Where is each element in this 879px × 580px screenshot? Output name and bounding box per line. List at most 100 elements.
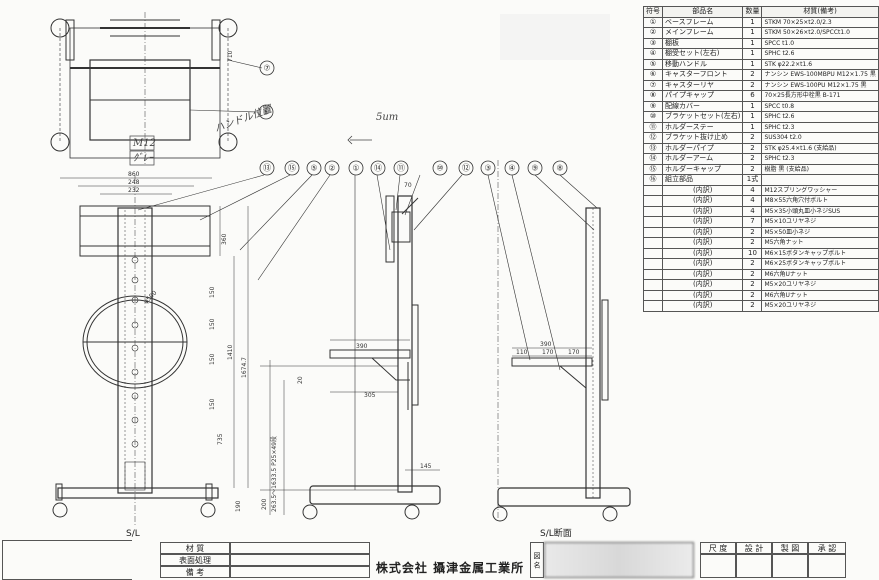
part-qty: 2 <box>742 69 763 81</box>
design-value <box>736 554 772 578</box>
callout-11: ⑪ <box>397 164 405 173</box>
part-qty: 1 <box>742 37 763 49</box>
part-material: ナンシン EWS-100PU M12×1.75 黒 <box>761 79 879 91</box>
part-qty: 1 <box>742 121 763 133</box>
part-qty: 2 <box>742 142 763 154</box>
scale-value <box>700 554 736 578</box>
part-material: ナンシン EWS-100MBPU M12×1.75 黒 <box>761 69 879 81</box>
handwritten-box-2 <box>129 150 155 166</box>
part-material: 70×25長方形中栓黒 B-171 <box>761 90 879 102</box>
front-view <box>52 175 249 525</box>
part-number: ⑥ <box>643 69 663 81</box>
remarks-label: 備 考 <box>160 566 230 578</box>
part-name: 棚板 <box>661 37 744 49</box>
dim-305: 305 <box>364 392 376 399</box>
sub-qty: 2 <box>742 226 763 238</box>
sub-number <box>643 237 663 249</box>
part-name: 組立部品 <box>661 174 744 186</box>
side-view <box>260 195 441 520</box>
part-number: ⑦ <box>643 79 663 91</box>
part-number: ⑬ <box>643 142 663 154</box>
draft-label: 製 図 <box>772 542 808 554</box>
callout-15: ⑮ <box>288 164 296 173</box>
drawing-name-value <box>544 542 694 578</box>
part-number: ⑮ <box>643 163 663 175</box>
header-name: 部品名 <box>661 6 744 18</box>
callout-12: ⑫ <box>462 164 470 173</box>
sub-name: (内訳) <box>661 184 744 196</box>
part-material: 樹脂 黒 (支給品) <box>761 163 879 175</box>
part-number: ③ <box>643 37 663 49</box>
part-name: キャスターフロント <box>661 69 744 81</box>
part-material: STKM 50×26×t2.0/SPCCt1.0 <box>761 27 879 39</box>
part-qty: 1式 <box>742 174 763 186</box>
part-material <box>761 174 879 186</box>
part-number: ⑤ <box>643 58 663 70</box>
part-name: パイプキャップ <box>661 90 744 102</box>
callout-13: ⑬ <box>263 164 271 173</box>
part-number: ⑫ <box>643 132 663 144</box>
dim-145: 145 <box>420 463 432 470</box>
sub-name: (内訳) <box>661 195 744 207</box>
dim-200: 200 <box>261 498 268 510</box>
callout-8: ⑧ <box>556 164 563 173</box>
callout-4: ④ <box>508 164 515 173</box>
part-material: SPHC t2.6 <box>761 48 879 60</box>
sub-number <box>643 195 663 207</box>
sub-name: (内訳) <box>661 205 744 217</box>
callout-10: ⑩ <box>436 164 443 173</box>
sub-material: M6六角Uナット <box>761 268 879 280</box>
callout-2: ② <box>328 164 335 173</box>
part-material: SPHC t2.3 <box>761 121 879 133</box>
sub-name: (内訳) <box>661 216 744 228</box>
part-name: キャスターリヤ <box>661 79 744 91</box>
leader-lines <box>137 59 598 490</box>
title-block: 材 質 表面処理 備 考 株式会社 攝津金属工業所 図 名 尺 度 設 計 製 … <box>0 540 850 580</box>
dim-150-a: 150 <box>209 286 216 298</box>
dim-70: 70 <box>404 182 412 189</box>
part-number: ④ <box>643 48 663 60</box>
part-material: SUS304 t2.0 <box>761 132 879 144</box>
sub-name: (内訳) <box>661 237 744 249</box>
sub-material: M6×15ボタンキャップボルト <box>761 247 879 259</box>
dim-860: 860 <box>128 171 140 178</box>
dim-150-c: 150 <box>209 353 216 365</box>
dim-710: 710 <box>227 50 234 62</box>
sub-material: M5×10ユリヤネジ <box>761 216 879 228</box>
material-value <box>230 542 370 554</box>
sub-material: M12スプリングワッシャー <box>761 184 879 196</box>
dim-390-section: 390 <box>540 341 552 348</box>
part-qty: 6 <box>742 90 763 102</box>
dim-150-b: 150 <box>209 318 216 330</box>
sub-number <box>643 216 663 228</box>
section-view <box>492 160 631 522</box>
part-qty: 1 <box>742 58 763 70</box>
sub-qty: 2 <box>742 279 763 291</box>
part-material: SPCC t1.0 <box>761 37 879 49</box>
sub-name: (内訳) <box>661 289 744 301</box>
sub-number <box>643 258 663 270</box>
part-name: ホルダーステー <box>661 121 744 133</box>
technical-drawing: ⑦ ⑥ ⑬ ⑮ ⑤ ② ① ⑭ ⑪ ⑩ ⑫ ③ ④ ⑨ ⑧ 860 248 23… <box>50 12 631 539</box>
sl-section-label: S/L断面 <box>540 527 572 539</box>
callout-9: ⑨ <box>531 164 538 173</box>
part-qty: 1 <box>742 27 763 39</box>
part-name: 棚受セット(左右) <box>661 48 744 60</box>
dim-1674: 1674.7 <box>241 357 248 378</box>
part-name: ベースフレーム <box>661 16 744 28</box>
callout-14: ⑭ <box>374 164 382 173</box>
dim-170-a: 170 <box>542 349 554 356</box>
top-view <box>50 12 238 165</box>
